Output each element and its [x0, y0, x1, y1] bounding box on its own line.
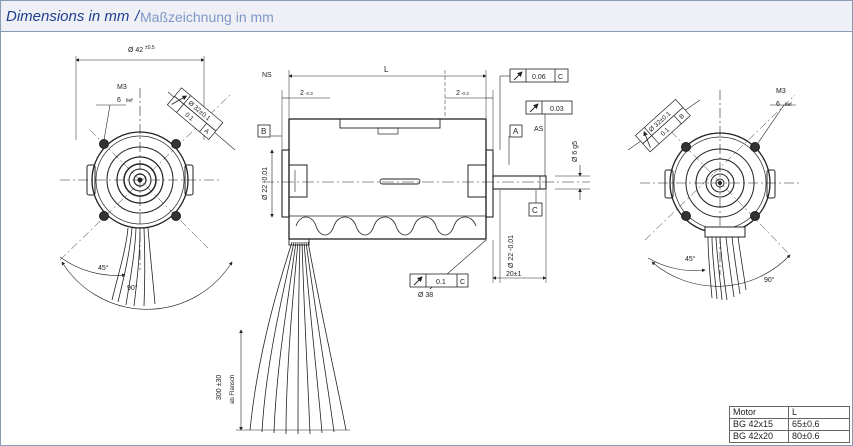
- output-shaft: [492, 175, 547, 190]
- title-separator: /: [135, 8, 140, 25]
- table-cell-length: 65±0.6: [788, 418, 850, 431]
- front-thread-depth: 6: [117, 97, 121, 104]
- rear-view-labels: Ø 32±0.1 0.1 B M3 6 tief 45° 90°: [634, 88, 792, 284]
- front-leads: [111, 227, 156, 307]
- motor-length-table: Motor L BG 42x15 65±0.6 BG 42x20 80±0.6: [729, 406, 850, 443]
- title-english: Dimensions in mm: [6, 8, 130, 25]
- front-thread-depth-unit: tief: [126, 98, 133, 104]
- lead-length: 300 ±30: [216, 375, 223, 400]
- front-angle-45: 45°: [98, 264, 109, 272]
- rear-angle-90: 90°: [764, 276, 775, 284]
- table-cell-motor: BG 42x20: [729, 430, 789, 443]
- front-tolerance-datum: A: [202, 128, 210, 137]
- datum-a: A: [513, 127, 519, 136]
- front-mounting-holes: [99, 139, 181, 221]
- datum-c: C: [532, 206, 538, 215]
- front-outer-diameter-tol: ±0.5: [145, 45, 155, 51]
- table-header-motor: Motor: [729, 406, 789, 419]
- side-leads: [249, 241, 347, 435]
- lead-length-ref: ab Flansch: [230, 375, 236, 404]
- front-tolerance-value: 0.1: [183, 111, 195, 122]
- rear-thread: M3: [776, 88, 786, 95]
- rear-thread-depth-unit: tief: [785, 102, 792, 108]
- rear-tolerance-value: 0.1: [660, 126, 672, 138]
- datum-b: B: [261, 127, 266, 136]
- rear-leads: [707, 236, 747, 301]
- as-label: AS: [534, 126, 544, 133]
- rear-angle-45: 45°: [685, 255, 696, 263]
- rear-tolerance-datum: B: [678, 113, 686, 121]
- front-outer-diameter: Ø 42: [128, 47, 143, 54]
- runout-bottom-value: 0.1: [436, 279, 446, 286]
- as-flange: [485, 149, 494, 218]
- runout-shaft-value: 0.03: [550, 106, 564, 113]
- ns-flange-tol: -0.3: [305, 91, 313, 96]
- front-view: [59, 56, 236, 310]
- shaft-diameter: Ø 6 g5: [572, 141, 579, 162]
- ns-flange: [281, 149, 290, 218]
- runout-top-value: 0.06: [532, 74, 546, 81]
- runout-top-datum: C: [558, 74, 563, 81]
- table-row: BG 42x20 80±0.6: [729, 430, 850, 443]
- front-thread: M3: [117, 84, 127, 91]
- front-view-labels: Ø 42 ±0.5 M3 6 tief Ø 32±0.1 0.1 A 45° 9…: [98, 45, 224, 292]
- side-view-labels: NS AS L 2 -0.3 2 -0.3 B A C 0.06 C 0.03 …: [216, 65, 579, 404]
- table-header-length: L: [788, 406, 850, 419]
- ns-flange-dim: 2: [300, 90, 304, 97]
- body-diameter: Ø 38: [418, 292, 433, 299]
- table-header-row: Motor L: [729, 406, 850, 419]
- rear-thread-depth: 6: [776, 101, 780, 108]
- rear-mounting-holes: [681, 142, 760, 221]
- table-cell-motor: BG 42x15: [729, 418, 789, 431]
- table-cell-length: 80±0.6: [788, 430, 850, 443]
- shaft-length: 20±1: [506, 271, 522, 278]
- header-bar: Dimensions in mm / Maßzeichnung in mm: [1, 1, 852, 32]
- as-flange-dim: 2: [456, 90, 460, 97]
- ns-pilot-diameter: Ø 22 -0.01: [262, 167, 269, 200]
- side-view: [236, 70, 590, 435]
- front-angle-90: 90°: [127, 284, 138, 292]
- runout-bottom-datum: C: [460, 279, 465, 286]
- title-german: Maßzeichnung in mm: [140, 9, 274, 25]
- rear-view: [627, 90, 800, 301]
- front-shaft: [133, 173, 147, 187]
- as-pilot-diameter: Ø 22 -0.01: [508, 235, 515, 268]
- ns-label: NS: [262, 72, 272, 79]
- technical-drawing: Ø 42 ±0.5 M3 6 tief Ø 32±0.1 0.1 A 45° 9…: [59, 45, 800, 435]
- as-flange-tol: -0.3: [461, 91, 469, 96]
- table-row: BG 42x15 65±0.6: [729, 418, 850, 431]
- length-label: L: [384, 65, 389, 74]
